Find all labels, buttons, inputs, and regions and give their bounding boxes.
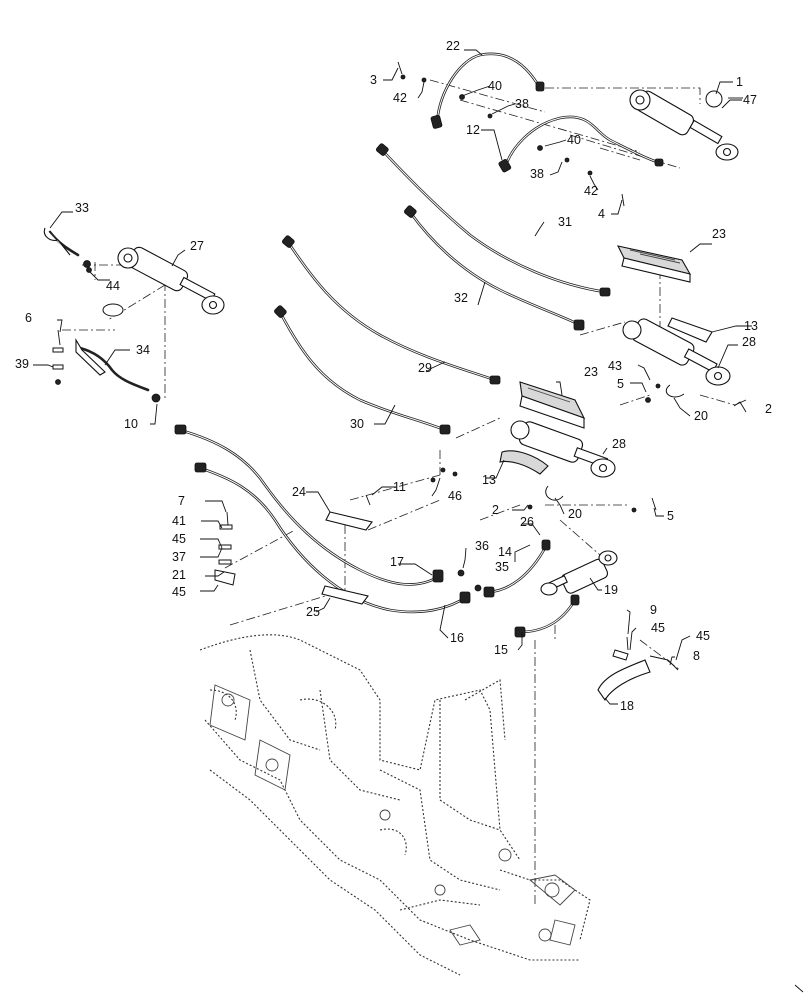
callout-38-top: 38 [515,97,529,111]
callout-5-mid: 5 [667,509,674,523]
callout-1: 1 [736,75,743,89]
callout-26: 26 [520,515,534,529]
callout-28-top: 28 [742,335,756,349]
callout-45-right-b: 45 [696,629,710,643]
callout-2-mid: 2 [492,503,499,517]
guards [43,90,723,702]
callout-21: 21 [172,568,186,582]
callout-19: 19 [604,583,618,597]
callout-32: 32 [454,291,468,305]
callout-42-top: 42 [393,91,407,105]
hose-fittings [83,81,664,638]
callout-45-right-a: 45 [651,621,665,635]
callout-23-mid: 23 [584,365,598,379]
callout-40-top: 40 [488,79,502,93]
callout-38-mid: 38 [530,167,544,181]
leader-lines [33,49,752,705]
hydraulic-cylinder-19 [540,550,618,596]
callout-40-mid: 40 [567,133,581,147]
callout-29: 29 [418,361,432,375]
callout-44: 44 [106,279,120,293]
callout-6: 6 [25,311,32,325]
callout-46: 46 [448,489,462,503]
callout-18: 18 [620,699,634,713]
callout-36: 36 [475,539,489,553]
callout-41: 41 [172,514,186,528]
callout-4: 4 [598,207,605,221]
callout-10: 10 [124,417,138,431]
callout-11: 11 [393,480,406,494]
machine-frame [199,634,591,976]
fasteners [57,61,747,671]
hydraulic-cylinder-28-lower [510,420,616,478]
callout-15: 15 [494,643,508,657]
callout-3: 3 [370,73,377,87]
callout-42-mid: 42 [584,184,598,198]
callout-20-top: 20 [694,409,708,423]
callout-30: 30 [350,417,364,431]
hydraulic-cylinder-27 [117,246,225,315]
alignment-lines [62,79,736,905]
callout-8: 8 [693,649,700,663]
callout-12: 12 [466,123,480,137]
callout-47: 47 [743,93,757,107]
callout-43: 43 [608,359,622,373]
callout-28-mid: 28 [612,437,626,451]
callout-24: 24 [292,485,306,499]
callout-9: 9 [650,603,657,617]
hoses [48,52,662,634]
callout-13-mid: 13 [482,473,496,487]
callout-16: 16 [450,631,464,645]
callout-22: 22 [446,39,460,53]
callout-17: 17 [390,555,404,569]
callout-34: 34 [136,343,150,357]
callout-23-top: 23 [712,227,726,241]
callout-20-mid: 20 [568,507,582,521]
callout-14: 14 [498,545,512,559]
callout-13-top: 13 [744,319,758,333]
callout-39: 39 [15,357,29,371]
callout-7: 7 [178,494,185,508]
callout-35: 35 [495,560,509,574]
callout-45-left-top: 45 [172,532,186,546]
callout-37: 37 [172,550,186,564]
callout-31: 31 [558,215,572,229]
callout-25: 25 [306,605,320,619]
callout-33: 33 [75,201,89,215]
callout-45-left-bottom: 45 [172,585,186,599]
callout-2-right: 2 [765,402,772,416]
hydraulic-cylinder-1 [629,89,739,161]
hydraulic-cylinder-28-upper [622,318,731,386]
callout-5-top: 5 [617,377,624,391]
callout-27: 27 [190,239,204,253]
corner-tick-icon [794,984,804,993]
callout-labels: 1 47 22 3 42 40 38 12 40 38 42 4 33 27 4… [15,39,772,713]
